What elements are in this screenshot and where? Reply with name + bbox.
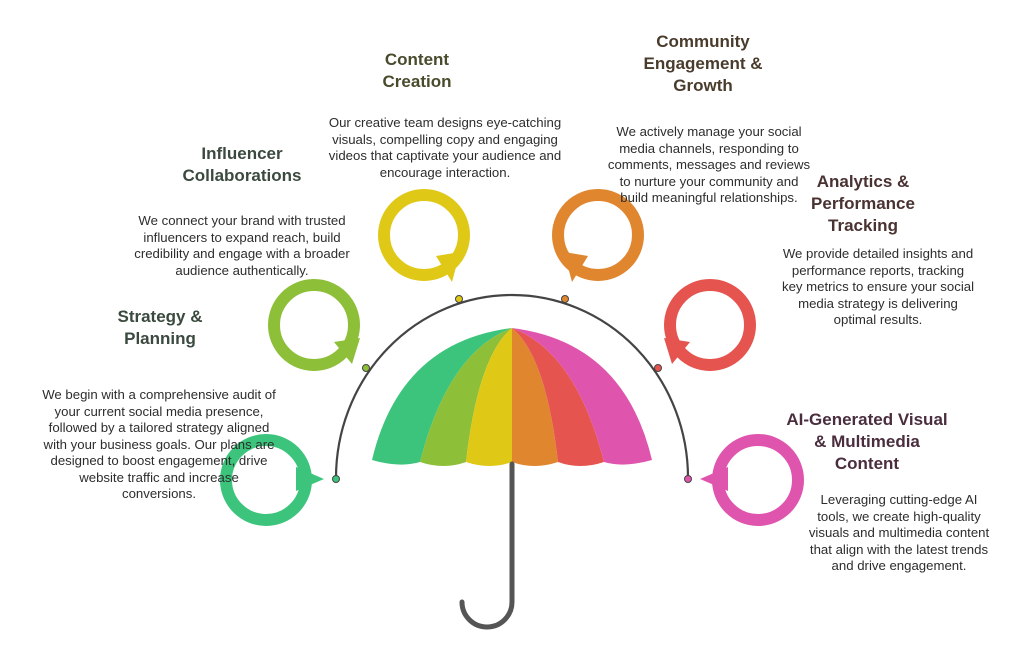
strategy-desc: We begin with a comprehensive audit of y…: [42, 387, 276, 501]
canopy-panel-1: [372, 328, 512, 465]
ai-desc: Leveraging cutting-edge AI tools, we cre…: [808, 492, 990, 573]
analytics-desc: We provide detailed insights and perform…: [781, 246, 975, 327]
canopy-panel-4: [512, 328, 558, 466]
bubble-community-icon: [552, 189, 644, 282]
canopy-panel-3: [466, 328, 512, 466]
arc-dot-content: [455, 295, 463, 303]
content-title: Content Creation: [382, 50, 452, 91]
bubble-analytics-icon: [664, 279, 756, 371]
arc-dot-strategy: [332, 475, 340, 483]
bubble-influencer-icon: [268, 279, 360, 371]
content-desc: Our creative team designs eye-catching v…: [328, 115, 562, 180]
canopy-panel-2: [420, 328, 512, 466]
umbrella-handle: [459, 461, 515, 630]
community-title: Community Engagement & Growth: [643, 32, 763, 95]
ai-title: AI-Generated Visual & Multimedia Content: [786, 410, 948, 473]
arc-dot-influencer: [362, 364, 370, 372]
influencer-desc: We connect your brand with trusted influ…: [134, 213, 350, 278]
umbrella-canopy: [372, 328, 652, 466]
arc-dot-community: [561, 295, 569, 303]
bubble-ai-icon: [700, 434, 804, 526]
analytics-title: Analytics & Performance Tracking: [811, 172, 915, 235]
strategy-title: Strategy & Planning: [117, 307, 203, 348]
community-desc: We actively manage your social media cha…: [607, 124, 811, 205]
outer-arc: [334, 293, 690, 479]
bubble-content-icon: [378, 189, 470, 282]
arc-dot-analytics: [654, 364, 662, 372]
influencer-title: Influencer Collaborations: [182, 144, 302, 185]
arc-dot-ai: [684, 475, 692, 483]
canopy-panel-5: [512, 328, 604, 466]
canopy-panel-6: [512, 328, 652, 465]
bubble-strategy-icon: [220, 434, 324, 526]
